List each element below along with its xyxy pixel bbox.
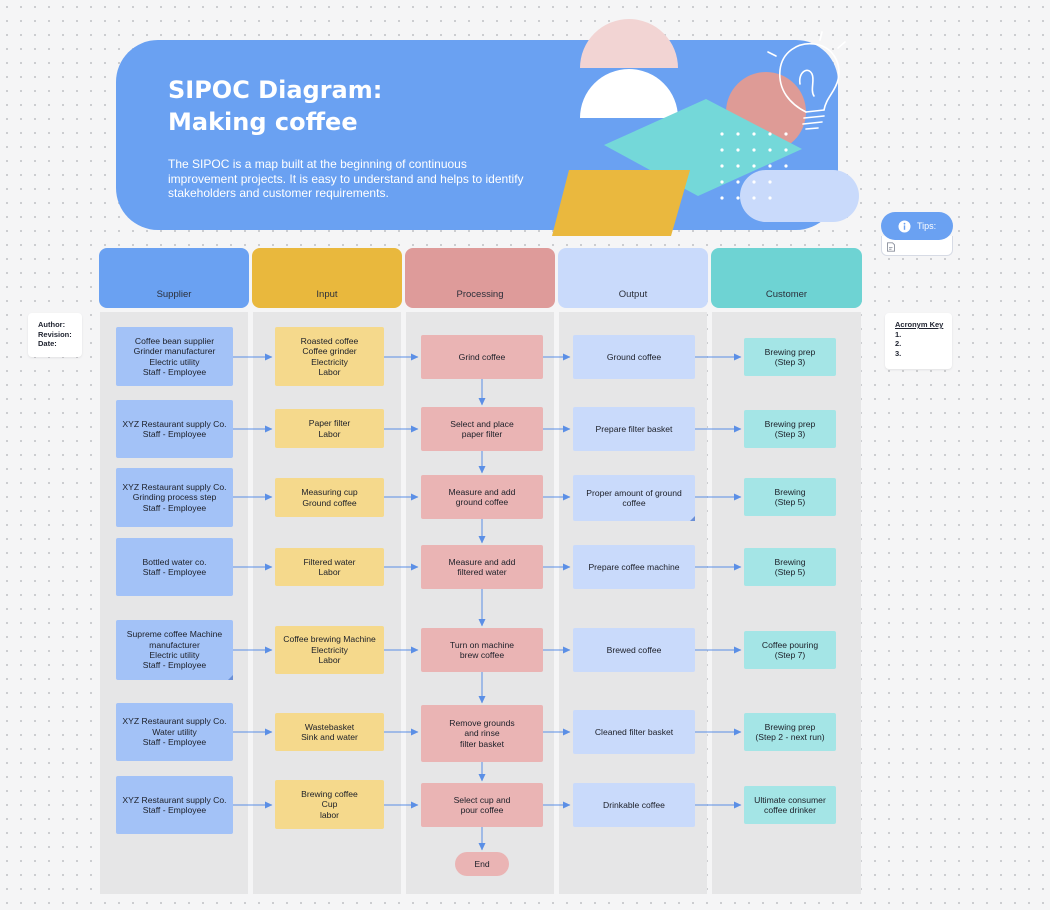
output-box-6[interactable]: Cleaned filter basket	[573, 710, 695, 754]
customer-box-5[interactable]: Coffee pouring (Step 7)	[744, 631, 836, 669]
page-title: SIPOC Diagram: Making coffee	[168, 74, 488, 138]
input-box-6[interactable]: Wastebasket Sink and water	[275, 713, 384, 751]
output-box-5[interactable]: Brewed coffee	[573, 628, 695, 672]
input-box-4[interactable]: Filtered water Labor	[275, 548, 384, 586]
title-line-1: SIPOC Diagram:	[168, 76, 383, 104]
input-box-2[interactable]: Paper filter Labor	[275, 409, 384, 448]
customer-box-6[interactable]: Brewing prep (Step 2 - next run)	[744, 713, 836, 751]
note-icon	[887, 242, 895, 252]
process-box-7[interactable]: Select cup and pour coffee	[421, 783, 543, 827]
author-label: Author:	[38, 320, 66, 329]
supplier-header-label: Supplier	[156, 289, 192, 300]
process-box-3[interactable]: Measure and add ground coffee	[421, 475, 543, 519]
acronym-item-3: 3.	[895, 348, 902, 358]
page-description: The SIPOC is a map built at the beginnin…	[168, 157, 524, 201]
tips-label: Tips:	[917, 221, 937, 231]
output-header-label: Output	[618, 289, 648, 300]
processing-header-label: Processing	[456, 289, 504, 300]
customer-box-1[interactable]: Brewing prep (Step 3)	[744, 338, 836, 376]
customer-box-7[interactable]: Ultimate consumer coffee drinker	[744, 786, 836, 824]
info-icon	[898, 220, 911, 232]
date-label: Date:	[38, 339, 57, 349]
output-box-1[interactable]: Ground coffee	[573, 335, 695, 379]
processing-column-header: Processing	[405, 248, 555, 308]
input-header-label: Input	[316, 289, 338, 300]
input-box-7[interactable]: Brewing coffee Cup labor	[275, 780, 384, 829]
process-box-6[interactable]: Remove grounds and rinse filter basket	[421, 705, 543, 762]
input-box-5[interactable]: Coffee brewing Machine Electricity Labor	[275, 626, 384, 674]
process-box-4[interactable]: Measure and add filtered water	[421, 545, 543, 589]
acronym-item-1: 1.	[895, 329, 902, 339]
customer-box-2[interactable]: Brewing prep (Step 3)	[744, 410, 836, 448]
supplier-column-header: Supplier	[99, 248, 249, 308]
meta-note[interactable]: Author: Revision: Date:	[28, 313, 82, 357]
tips-card[interactable]	[881, 236, 953, 256]
input-box-1[interactable]: Roasted coffee Coffee grinder Electricit…	[275, 327, 384, 386]
process-box-5[interactable]: Turn on machine brew coffee	[421, 628, 543, 672]
acronym-key-note[interactable]: Acronym Key 1. 2. 3.	[885, 313, 952, 369]
output-box-7[interactable]: Drinkable coffee	[573, 783, 695, 827]
supplier-box-1[interactable]: Coffee bean supplier Grinder manufacture…	[116, 327, 233, 386]
acronym-item-2: 2.	[895, 339, 902, 349]
tips-button[interactable]: Tips:	[881, 212, 953, 240]
output-column-header: Output	[558, 248, 708, 308]
revision-label: Revision:	[38, 329, 72, 339]
supplier-box-4[interactable]: Bottled water co. Staff - Employee	[116, 538, 233, 596]
customer-header-label: Customer	[765, 289, 808, 300]
supplier-box-5[interactable]: Supreme coffee Machine manufacturer Elec…	[116, 620, 233, 680]
output-box-4[interactable]: Prepare coffee machine	[573, 545, 695, 589]
supplier-box-3[interactable]: XYZ Restaurant supply Co. Grinding proce…	[116, 468, 233, 527]
supplier-box-2[interactable]: XYZ Restaurant supply Co. Staff - Employ…	[116, 400, 233, 458]
end-terminator[interactable]: End	[455, 852, 509, 876]
acronym-key-title: Acronym Key	[895, 320, 944, 329]
decorative-shapes	[552, 19, 859, 236]
supplier-box-6[interactable]: XYZ Restaurant supply Co. Water utility …	[116, 703, 233, 761]
output-box-3[interactable]: Proper amount of ground coffee	[573, 475, 695, 521]
customer-box-3[interactable]: Brewing (Step 5)	[744, 478, 836, 516]
title-line-2: Making coffee	[168, 108, 358, 136]
process-box-1[interactable]: Grind coffee	[421, 335, 543, 379]
input-column-header: Input	[252, 248, 402, 308]
process-box-2[interactable]: Select and place paper filter	[421, 407, 543, 451]
input-box-3[interactable]: Measuring cup Ground coffee	[275, 478, 384, 517]
customer-box-4[interactable]: Brewing (Step 5)	[744, 548, 836, 586]
supplier-box-7[interactable]: XYZ Restaurant supply Co. Staff - Employ…	[116, 776, 233, 834]
customer-column-header: Customer	[711, 248, 862, 308]
output-box-2[interactable]: Prepare filter basket	[573, 407, 695, 451]
lightbulb-icon	[767, 31, 846, 130]
